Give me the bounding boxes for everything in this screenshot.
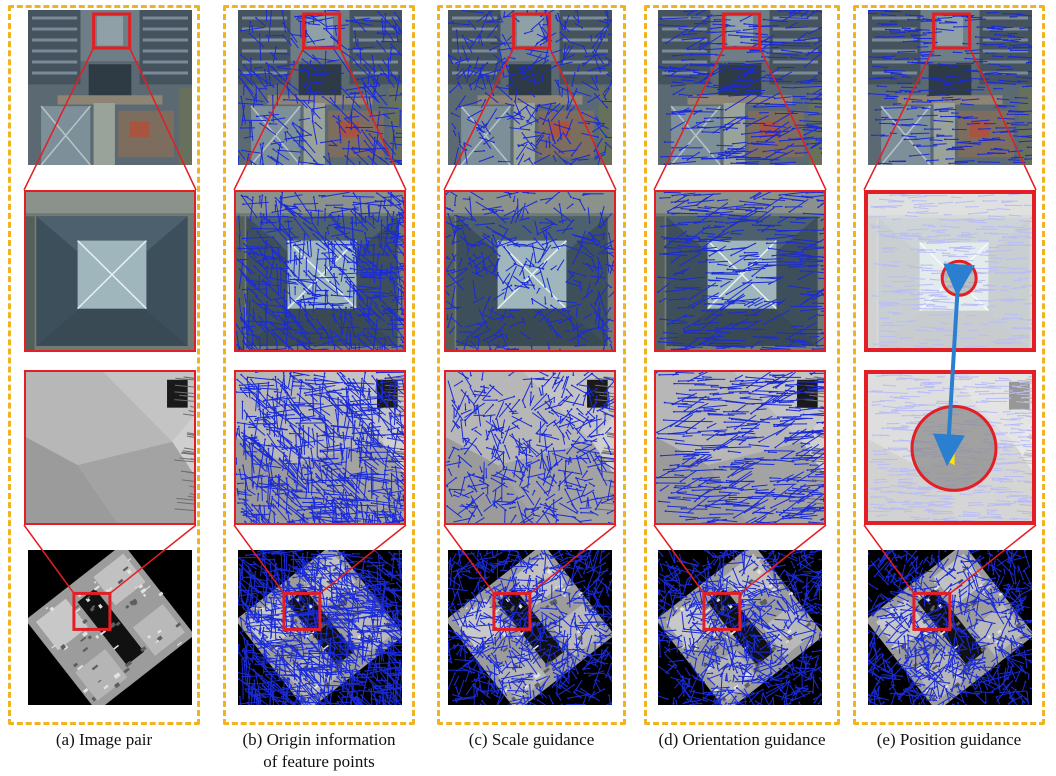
panel-d-dsm-highlight (702, 591, 742, 631)
panel-c-dsm-highlight (492, 591, 532, 631)
panel-d-dsm-zoom (654, 370, 826, 525)
panel-a-satellite-zoom (24, 190, 196, 352)
panel-c-frame (437, 5, 626, 725)
panel-a-satellite-highlight (92, 12, 132, 50)
panel-c-caption: (c) Scale guidance (468, 730, 595, 749)
panel-b-dsm-highlight (282, 591, 322, 631)
panel-c-satellite-highlight (512, 12, 552, 50)
panel-a-dsm-highlight (72, 591, 112, 631)
panel-e-caption: (e) Position guidance (876, 730, 1022, 749)
panel-a-dsm-image (28, 550, 192, 705)
panel-a-dsm-zoom (24, 370, 196, 525)
panel-a-satellite-image (28, 10, 192, 165)
panel-b-frame (223, 5, 415, 725)
panel-d-caption: (d) Orientation guidance (658, 730, 826, 749)
panel-a-frame (8, 5, 200, 725)
panel-e-satellite-image (868, 10, 1032, 165)
panel-d-satellite-image (658, 10, 822, 165)
panel-d-satellite-highlight (722, 12, 762, 50)
position-circle-bottom (910, 404, 998, 492)
panel-d-satellite-zoom (654, 190, 826, 352)
panel-b-caption: (b) Origin information of feature points (242, 730, 396, 771)
panel-b-satellite-zoom (234, 190, 406, 352)
panel-e-frame (853, 5, 1045, 725)
panel-c-dsm-image (448, 550, 612, 705)
panel-c-satellite-image (448, 10, 612, 165)
panel-d-frame (644, 5, 840, 725)
panel-d-dsm-image (658, 550, 822, 705)
panel-b-dsm-zoom (234, 370, 406, 525)
panel-e-dsm-image (868, 550, 1032, 705)
panel-b-dsm-image (238, 550, 402, 705)
panel-b-satellite-highlight (302, 12, 342, 50)
panel-e-dsm-zoom (864, 370, 1036, 525)
panel-e-satellite-highlight (932, 12, 972, 50)
panel-e-dsm-highlight (912, 591, 952, 631)
panel-a-caption: (a) Image pair (55, 730, 153, 749)
panel-b-satellite-image (238, 10, 402, 165)
panel-c-dsm-zoom (444, 370, 616, 525)
panel-e-satellite-zoom (864, 190, 1036, 352)
panel-c-satellite-zoom (444, 190, 616, 352)
